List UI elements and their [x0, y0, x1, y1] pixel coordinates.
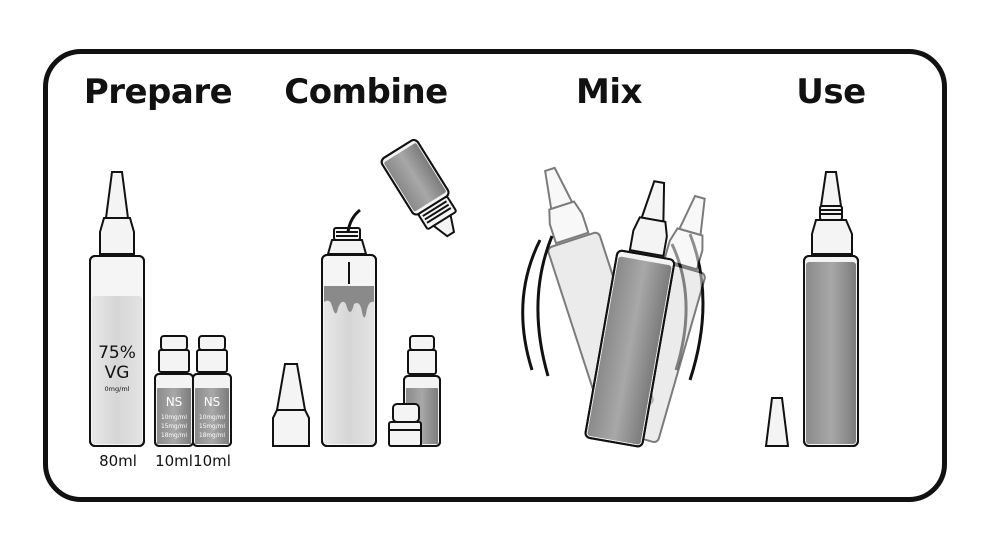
shot-1-line-3: 18mg/ml	[161, 433, 187, 439]
step-title-prepare: Prepare	[83, 72, 233, 112]
shot-2-line-3: 18mg/ml	[199, 433, 225, 439]
step-title-combine: Combine	[284, 72, 448, 112]
step-title-use: Use	[796, 72, 866, 112]
nicotine-shot-icon	[192, 335, 232, 447]
big-bottle-icon	[89, 171, 145, 447]
shot-1-line-2: 15mg/ml	[161, 424, 187, 430]
pouring-bottle-icon	[346, 139, 457, 238]
shot-1-volume: 10ml	[155, 452, 193, 470]
shot-cap-icon	[388, 403, 422, 447]
nozzle-cap-icon	[764, 397, 790, 447]
nozzle-cap-icon	[272, 363, 310, 447]
big-bottle-strength: 0mg/ml	[105, 385, 130, 393]
shot-2-line-1: 10mg/ml	[199, 415, 225, 421]
filled-bottle-icon	[803, 171, 859, 447]
shot-1-line-1: 10mg/ml	[161, 415, 187, 421]
step-title-mix: Mix	[576, 72, 642, 112]
open-bottle-icon	[321, 227, 377, 447]
big-bottle-base: VG	[105, 363, 130, 383]
shaking-bottle-icon	[521, 166, 706, 448]
shot-2-volume: 10ml	[193, 452, 231, 470]
shot-1-code: NS	[166, 395, 183, 409]
big-bottle-volume: 80ml	[99, 452, 137, 470]
shot-2-code: NS	[204, 395, 221, 409]
big-bottle-percent: 75%	[98, 343, 136, 363]
shot-2-line-2: 15mg/ml	[199, 424, 225, 430]
